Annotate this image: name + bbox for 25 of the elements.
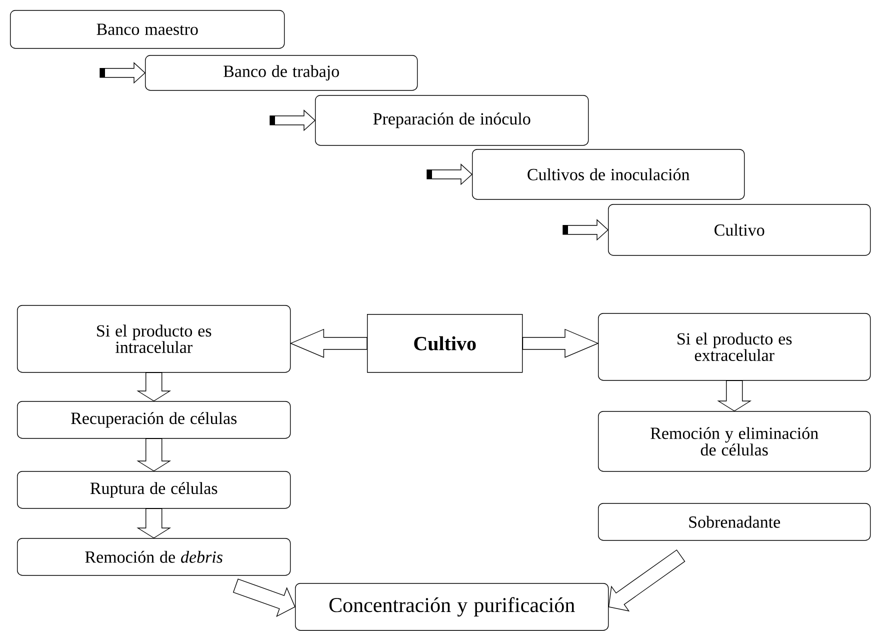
block-arrow <box>426 164 473 186</box>
process-box: Preparación de inóculo <box>315 95 589 146</box>
process-box: Ruptura de células <box>17 471 291 509</box>
block-arrow <box>608 550 686 612</box>
process-box: Banco de trabajo <box>145 55 418 91</box>
process-box: Concentración y purificación <box>295 583 609 631</box>
process-box: Cultivos de inoculación <box>472 149 745 200</box>
block-arrow <box>562 219 609 241</box>
process-box: Sobrenadante <box>598 503 871 541</box>
title-box: Cultivo <box>367 314 523 373</box>
block-arrow <box>290 328 368 358</box>
process-box: Remoción de debris <box>17 538 291 576</box>
process-box: Cultivo <box>608 204 871 256</box>
block-arrow <box>136 372 172 402</box>
block-arrow <box>100 62 146 84</box>
block-arrow <box>717 380 752 412</box>
process-box: Si el producto es intracelular <box>17 305 291 373</box>
process-box: Si el producto es extracelular <box>598 313 871 381</box>
block-arrow <box>270 110 316 132</box>
process-box: Remoción y eliminación de células <box>598 411 871 472</box>
process-box: Recuperación de células <box>17 401 291 439</box>
block-arrow <box>136 508 172 538</box>
block-arrow <box>136 438 172 472</box>
process-box: Banco maestro <box>10 10 285 49</box>
block-arrow <box>522 328 599 358</box>
